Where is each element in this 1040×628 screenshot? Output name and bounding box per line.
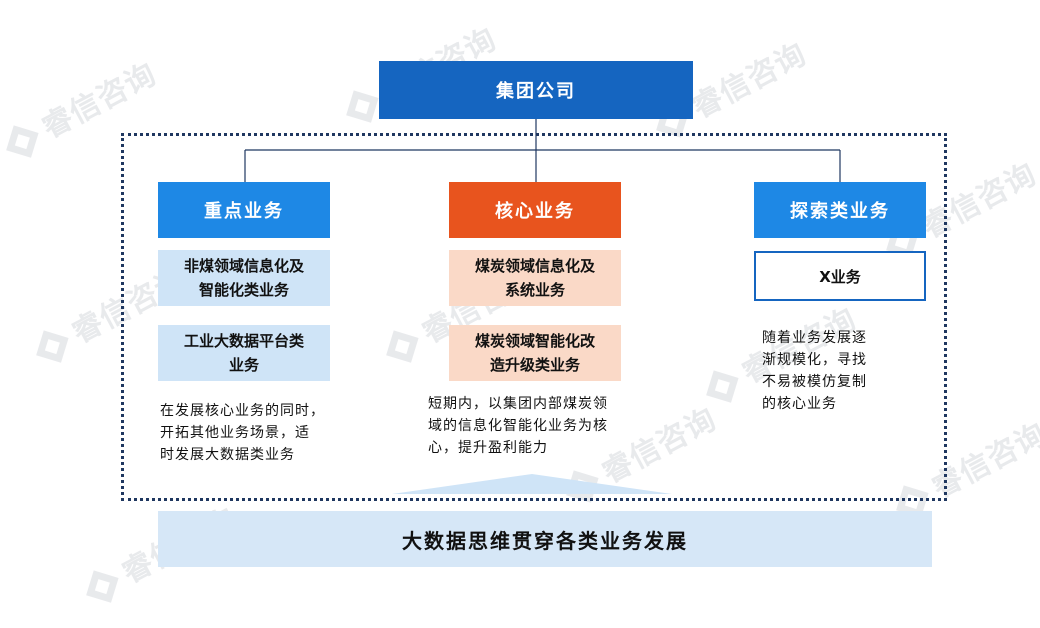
group-company-box: 集团公司 (379, 61, 693, 119)
item-non-coal-informatization: 非煤领域信息化及 智能化类业务 (158, 250, 330, 306)
item-industrial-big-data-platform: 工业大数据平台类 业务 (158, 325, 330, 381)
item-label: 煤炭领域信息化及 系统业务 (474, 257, 595, 299)
description-core-business: 短期内，以集团内部煤炭领 域的信息化智能化业务为核 心，提升盈利能力 (428, 396, 608, 456)
upward-arrow (392, 474, 672, 494)
description-focus-business: 在发展核心业务的同时， 开拓其他业务场景，适 时发展大数据类业务 (160, 403, 325, 463)
category-focus-business: 重点业务 (158, 182, 330, 238)
item-label: 非煤领域信息化及 智能化类业务 (183, 257, 304, 299)
item-label: 煤炭领域智能化改 造升级类业务 (474, 332, 595, 374)
business-scope-frame (121, 133, 947, 501)
item-coal-informatization: 煤炭领域信息化及 系统业务 (449, 250, 621, 306)
category-core-business: 核心业务 (449, 182, 621, 238)
description-exploratory-business: 随着业务发展逐 渐规模化，寻找 不易被模仿复制 的核心业务 (762, 330, 867, 412)
item-x-business: X业务 (754, 251, 926, 301)
item-label: 工业大数据平台类 业务 (183, 332, 304, 374)
big-data-thinking-banner: 大数据思维贯穿各类业务发展 (158, 511, 932, 567)
item-coal-intelligent-upgrade: 煤炭领域智能化改 造升级类业务 (449, 325, 621, 381)
item-label: X业务 (819, 267, 861, 286)
category-exploratory-business: 探索类业务 (754, 182, 926, 238)
